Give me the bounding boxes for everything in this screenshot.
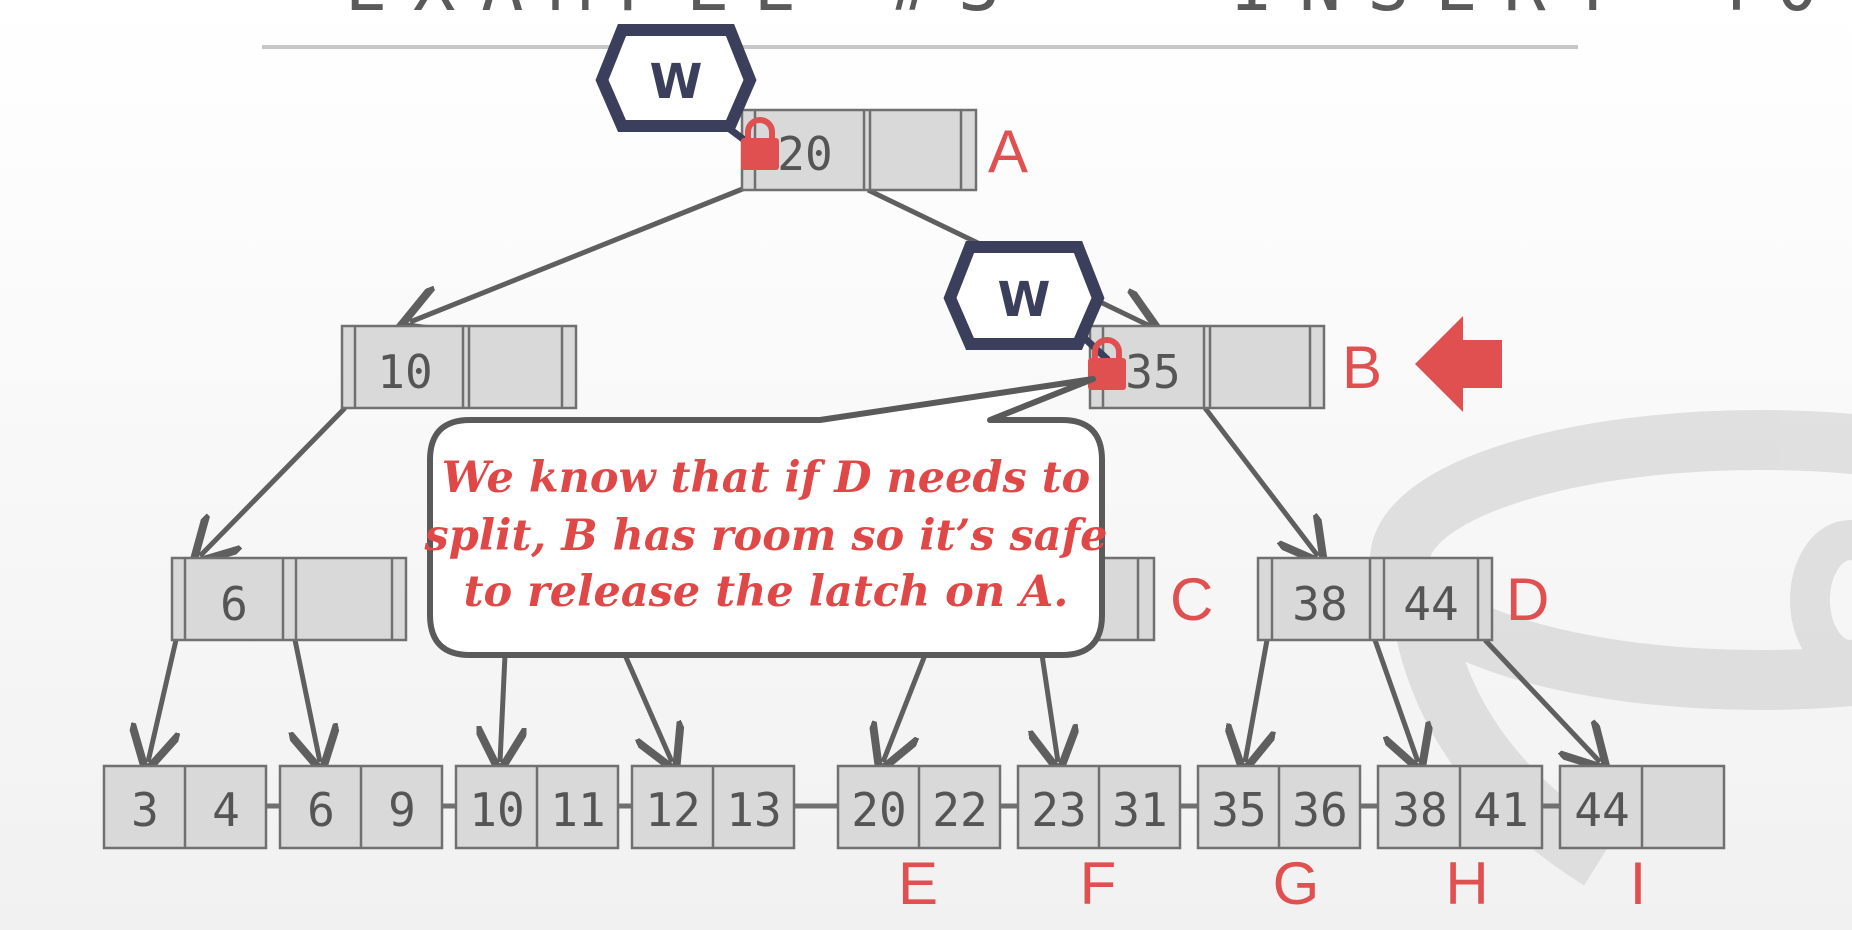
node-10: 10 bbox=[340, 324, 578, 410]
node-10-key-1: 10 bbox=[377, 345, 432, 399]
callout-line-2: split, B has room so it’s safe bbox=[424, 511, 1108, 561]
svg-text:22: 22 bbox=[932, 783, 987, 837]
node-d-key-2: 44 bbox=[1403, 577, 1458, 631]
node-6: 6 bbox=[170, 556, 408, 642]
leaf-e-label: E bbox=[898, 850, 938, 917]
leaf-2: 6 9 bbox=[278, 764, 444, 850]
edge-leaf6 bbox=[1042, 654, 1058, 762]
edge-leaf3 bbox=[500, 654, 505, 762]
node-d-label: D bbox=[1506, 566, 1549, 633]
edge-d-leaf8 bbox=[1372, 639, 1418, 762]
edge-leaf5 bbox=[883, 654, 928, 762]
node-d: 38 44 bbox=[1256, 556, 1494, 642]
edge-d-leaf7 bbox=[1245, 639, 1267, 762]
leaf-h-label: H bbox=[1445, 850, 1488, 917]
svg-text:38: 38 bbox=[1392, 783, 1447, 837]
node-b-key-1: 35 bbox=[1125, 345, 1180, 399]
node-a-key-1: 20 bbox=[777, 127, 832, 181]
leaf-labels: E F G H I bbox=[898, 850, 1646, 917]
leaf-h: 38 41 bbox=[1376, 764, 1544, 850]
svg-text:41: 41 bbox=[1473, 783, 1528, 837]
svg-text:23: 23 bbox=[1031, 783, 1086, 837]
svg-text:35: 35 bbox=[1211, 783, 1266, 837]
callout-line-3: to release the latch on A. bbox=[464, 567, 1069, 617]
node-b-label: B bbox=[1342, 334, 1382, 401]
leaf-3: 10 11 bbox=[454, 764, 620, 850]
lock-icon bbox=[741, 117, 779, 170]
edge-n10-n6 bbox=[200, 406, 347, 556]
svg-text:12: 12 bbox=[645, 783, 700, 837]
svg-text:11: 11 bbox=[550, 783, 605, 837]
edge-n6-leaf2 bbox=[295, 639, 320, 762]
svg-text:9: 9 bbox=[388, 783, 416, 837]
leaf-e: 20 22 bbox=[836, 764, 1002, 850]
node-b: 35 bbox=[1088, 324, 1326, 410]
latch-w-b: W bbox=[943, 241, 1111, 363]
callout-line-1: We know that if D needs to bbox=[442, 453, 1091, 503]
svg-text:44: 44 bbox=[1574, 783, 1629, 837]
node-c-label: C bbox=[1170, 566, 1213, 633]
latch-mode-a: W bbox=[650, 54, 703, 110]
edge-n6-leaf1 bbox=[148, 639, 176, 762]
edge-leaf4 bbox=[622, 653, 672, 762]
leaf-i-label: I bbox=[1630, 850, 1647, 917]
latch-w-a: W bbox=[595, 24, 758, 151]
svg-text:6: 6 bbox=[307, 783, 335, 837]
svg-text:3: 3 bbox=[131, 783, 159, 837]
leaf-1: 3 4 bbox=[102, 764, 268, 850]
svg-text:36: 36 bbox=[1292, 783, 1347, 837]
leaf-g: 35 36 bbox=[1196, 764, 1362, 850]
node-a: 20 bbox=[740, 108, 978, 192]
node-d-key-1: 38 bbox=[1292, 577, 1347, 631]
svg-text:31: 31 bbox=[1112, 783, 1167, 837]
callout-bubble: We know that if D needs to split, B has … bbox=[424, 376, 1108, 658]
lock-icon bbox=[1088, 337, 1126, 390]
slide-title: EXAMPLE #3 – INSERT 40 bbox=[345, 0, 1844, 27]
latch-mode-b: W bbox=[998, 272, 1051, 328]
svg-text:4: 4 bbox=[212, 783, 240, 837]
arrow-left-icon bbox=[1415, 316, 1502, 412]
leaf-i: 44 bbox=[1558, 764, 1726, 850]
svg-text:13: 13 bbox=[726, 783, 781, 837]
leaf-f-label: F bbox=[1080, 850, 1117, 917]
edge-a-n10 bbox=[410, 185, 746, 322]
leaf-f: 23 31 bbox=[1016, 764, 1182, 850]
node-6-key-1: 6 bbox=[220, 577, 248, 631]
leaf-4: 12 13 bbox=[630, 764, 796, 850]
edge-d-leaf9 bbox=[1483, 638, 1600, 762]
leaf-g-label: G bbox=[1273, 850, 1320, 917]
svg-text:10: 10 bbox=[469, 783, 524, 837]
node-a-label: A bbox=[988, 118, 1028, 185]
edge-b-d bbox=[1203, 406, 1318, 556]
svg-text:20: 20 bbox=[851, 783, 906, 837]
